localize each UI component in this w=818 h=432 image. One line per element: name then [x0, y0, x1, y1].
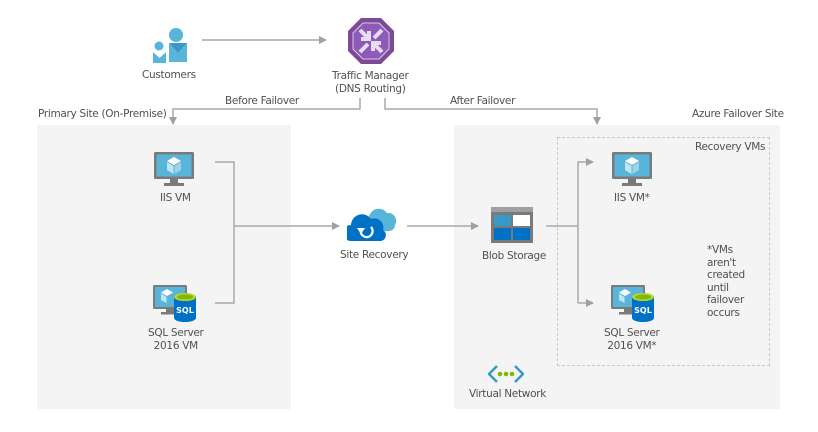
recovery-vms-group [557, 137, 770, 366]
edge-to-iis-vm-recovery [577, 158, 594, 303]
blob-storage-icon [491, 207, 533, 246]
virtual-network-icon [487, 364, 525, 387]
edge-before-failover [169, 98, 361, 125]
primary-site-label: Primary Site (On-Premise) [38, 108, 167, 120]
note-line: *VMs [707, 244, 733, 256]
site-recovery-label: Site Recovery [340, 249, 409, 261]
svg-text:SQL: SQL [176, 306, 194, 315]
recovery-vms-label: Recovery VMs [695, 141, 766, 153]
edge-iis-vm-bracket [215, 161, 235, 304]
iis-vm-recovery-label: IIS VM* [614, 192, 650, 204]
svg-text:SQL: SQL [634, 306, 652, 315]
customers-label: Customers [142, 69, 196, 81]
sql-vm-icon: SQL [153, 285, 197, 326]
after-failover-label: After Failover [450, 95, 516, 107]
sql-vm-recovery-icon: SQL [611, 285, 655, 326]
note-line: aren't [707, 256, 736, 269]
traffic-manager-label: Traffic Manager (DNS Routing) [332, 70, 409, 96]
sql-vm-recovery-label: SQL Server 2016 VM* [604, 327, 660, 353]
sql-vm-recovery-label-line1: SQL Server [604, 327, 660, 339]
traffic-manager-label-line2: (DNS Routing) [335, 83, 406, 95]
traffic-manager-label-line1: Traffic Manager [332, 70, 409, 82]
blob-storage-label: Blob Storage [482, 250, 547, 262]
note-line: until [707, 281, 729, 294]
sql-vm-label: SQL Server 2016 VM [148, 327, 204, 353]
sql-vm-label-line2: 2016 VM [153, 340, 199, 352]
site-recovery-icon [343, 203, 397, 246]
sql-vm-label-line1: SQL Server [148, 327, 204, 339]
virtual-network-label: Virtual Network [469, 388, 546, 400]
note-line: occurs [707, 306, 740, 319]
customers-icon [152, 26, 188, 67]
note-line: created [707, 269, 745, 281]
before-failover-label: Before Failover [225, 95, 299, 107]
iis-vm-label: IIS VM [160, 192, 191, 204]
traffic-manager-icon [347, 17, 395, 68]
note-line: failover [707, 294, 744, 306]
iis-vm-recovery-monitor-icon [612, 152, 652, 191]
iis-vm-monitor-icon [154, 152, 194, 191]
sql-vm-recovery-label-line2: 2016 VM* [607, 340, 657, 352]
azure-site-label: Azure Failover Site [692, 108, 784, 120]
edge-after-failover [384, 98, 601, 125]
recovery-note: *VMs aren't created until failover occur… [707, 244, 745, 319]
